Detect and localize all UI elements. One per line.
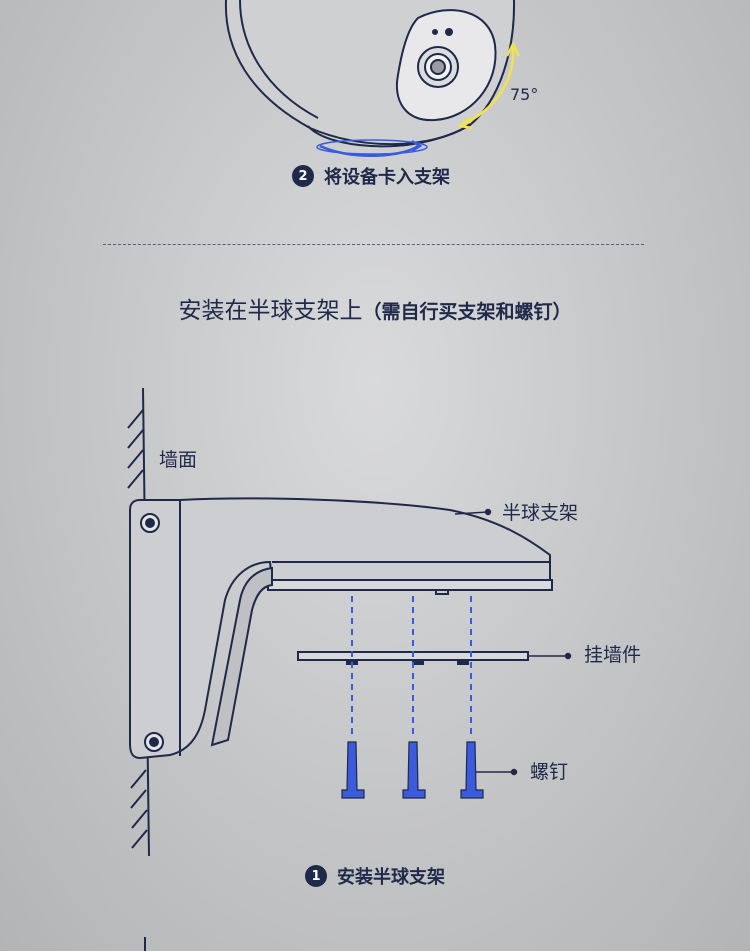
section-divider (103, 244, 644, 245)
section-heading: 安装在半球支架上（需自行买支架和螺钉） (0, 291, 750, 325)
wall-label: 墙面 (159, 449, 198, 471)
screws (341, 741, 484, 799)
step-1-caption: 1 安装半球支架 (305, 863, 445, 889)
heading-note: （需自行买支架和螺钉） (362, 301, 572, 323)
screw-1 (341, 741, 365, 799)
screw-2 (402, 741, 426, 799)
step-text: 安装半球支架 (337, 867, 445, 888)
heading-text: 安装在半球支架上 (178, 298, 363, 324)
bracket-label: 半球支架 (502, 502, 579, 524)
plate-label: 挂墙件 (584, 644, 642, 666)
guide-lines (351, 596, 472, 738)
screw-label: 螺钉 (530, 761, 569, 783)
screw-3 (460, 741, 484, 799)
camera-dome (224, 0, 516, 148)
step-number-badge: 1 (305, 865, 327, 887)
dome-bracket (129, 497, 553, 760)
tilt-angle-label: 75° (510, 85, 539, 104)
rotation-arrow (316, 139, 428, 157)
step-text: 将设备卡入支架 (324, 167, 450, 188)
step-2-caption: 2 将设备卡入支架 (292, 163, 450, 189)
leader-lines (454, 508, 572, 776)
tilt-arrow (458, 42, 521, 130)
step-number-badge: 2 (292, 165, 314, 187)
